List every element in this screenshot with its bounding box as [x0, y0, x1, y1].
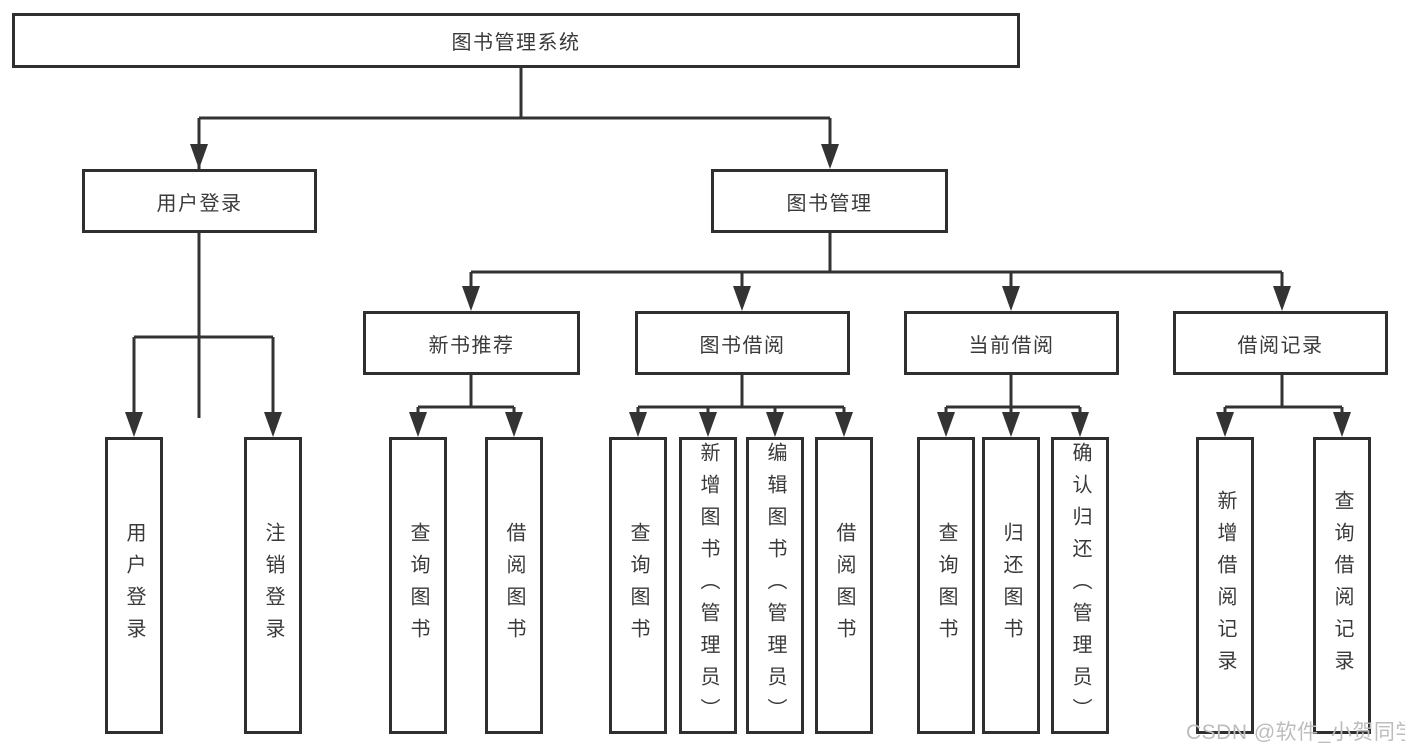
leaf-edit-books-admin-label: 编辑图书（管理员）	[764, 441, 786, 730]
leaf-return-books-label: 归还图书	[1000, 521, 1022, 650]
leaf-confirm-return-admin-label: 确认归还（管理员）	[1069, 441, 1091, 730]
leaf-borrow-books-label: 借阅图书	[833, 521, 855, 650]
leaf-query-books-borrowing-label: 查询图书	[627, 521, 649, 650]
node-borrowing-records-label: 借阅记录	[1237, 334, 1324, 357]
leaf-add-books-admin: 新增图书（管理员）	[679, 437, 737, 734]
leaf-borrow-books: 借阅图书	[815, 437, 873, 734]
leaf-query-books-recommend-label: 查询图书	[407, 521, 429, 650]
node-borrowing-records: 借阅记录	[1173, 311, 1388, 375]
csdn-watermark: CSDN @软件_小贺同学	[1186, 721, 1405, 744]
node-user-login: 用户登录	[82, 169, 317, 233]
node-book-borrowing: 图书借阅	[635, 311, 850, 375]
node-user-login-label: 用户登录	[156, 192, 243, 215]
leaf-query-books-borrowing: 查询图书	[609, 437, 667, 734]
leaf-add-books-admin-label: 新增图书（管理员）	[697, 441, 719, 730]
leaf-borrow-books-recommend-label: 借阅图书	[503, 521, 525, 650]
node-current-borrowing-label: 当前借阅	[968, 334, 1055, 357]
node-new-book-recommend-label: 新书推荐	[428, 334, 515, 357]
leaf-user-login-label: 用户登录	[123, 521, 145, 650]
node-book-management-label: 图书管理	[786, 192, 873, 215]
leaf-logout-label: 注销登录	[262, 521, 284, 650]
arrowheads	[125, 144, 1351, 437]
leaf-query-books-current: 查询图书	[917, 437, 975, 734]
leaf-logout: 注销登录	[244, 437, 302, 734]
node-library-system-label: 图书管理系统	[451, 32, 581, 54]
node-new-book-recommend: 新书推荐	[363, 311, 580, 375]
node-book-management: 图书管理	[711, 169, 948, 233]
leaf-add-borrow-record-label: 新增借阅记录	[1214, 489, 1236, 682]
node-book-borrowing-label: 图书借阅	[699, 334, 786, 357]
leaf-borrow-books-recommend: 借阅图书	[485, 437, 543, 734]
node-current-borrowing: 当前借阅	[904, 311, 1119, 375]
leaf-add-borrow-record: 新增借阅记录	[1196, 437, 1254, 734]
leaf-query-books-current-label: 查询图书	[935, 521, 957, 650]
leaf-confirm-return-admin: 确认归还（管理员）	[1051, 437, 1109, 734]
leaf-return-books: 归还图书	[982, 437, 1040, 734]
node-library-system: 图书管理系统	[12, 13, 1020, 68]
leaf-query-borrow-record: 查询借阅记录	[1313, 437, 1371, 734]
leaf-query-borrow-record-label: 查询借阅记录	[1331, 489, 1353, 682]
tree-edges	[132, 68, 1344, 418]
leaf-user-login: 用户登录	[105, 437, 163, 734]
leaf-query-books-recommend: 查询图书	[389, 437, 447, 734]
leaf-edit-books-admin: 编辑图书（管理员）	[746, 437, 804, 734]
